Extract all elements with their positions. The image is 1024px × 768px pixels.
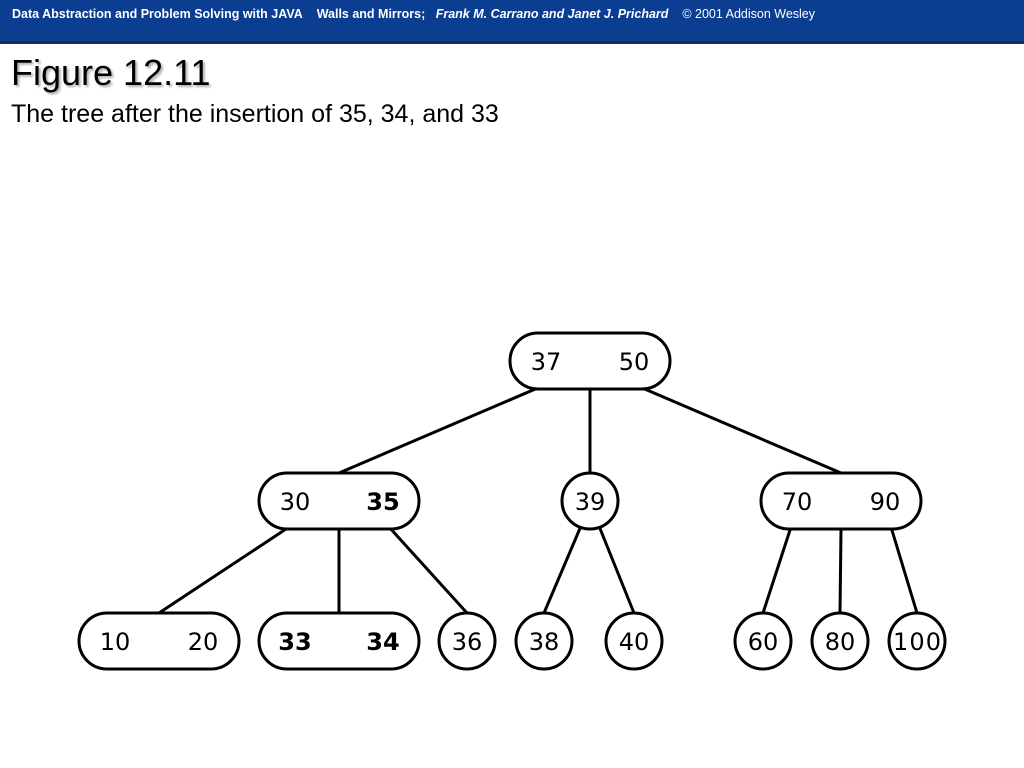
header-subtitle: Walls and Mirrors; bbox=[316, 7, 426, 21]
tree-node: 33 34 bbox=[257, 611, 421, 671]
tree-node-key: 33 bbox=[278, 628, 311, 656]
tree-node-key: 40 bbox=[619, 628, 650, 656]
tree-node-key: 80 bbox=[825, 628, 856, 656]
tree-edge bbox=[387, 525, 469, 615]
tree-node: 40 bbox=[604, 611, 664, 671]
tree-edge bbox=[889, 526, 919, 614]
header-copyright: © 2001 Addison Wesley bbox=[682, 7, 816, 21]
tree-edge bbox=[639, 385, 842, 475]
tree-node-key: 100 bbox=[893, 628, 941, 656]
tree-node: 80 bbox=[810, 611, 870, 671]
tree-node-key: 20 bbox=[188, 628, 219, 656]
tree-edge bbox=[597, 525, 636, 614]
tree-node: 36 bbox=[437, 611, 497, 671]
tree-node-outline bbox=[514, 611, 574, 671]
tree-node: 38 bbox=[514, 611, 574, 671]
tree-node-key: 10 bbox=[100, 628, 131, 656]
tree-node: 60 bbox=[733, 611, 793, 671]
header-authors: Frank M. Carrano and Janet J. Prichard bbox=[435, 7, 669, 21]
figure-caption: The tree after the insertion of 35, 34, … bbox=[11, 100, 499, 128]
tree-edge bbox=[158, 525, 290, 615]
tree-node-key: 30 bbox=[280, 488, 311, 516]
tree-node-outline bbox=[604, 611, 664, 671]
tree-node-key: 39 bbox=[575, 488, 606, 516]
tree-node-outline bbox=[733, 611, 793, 671]
tree-node-key: 36 bbox=[452, 628, 483, 656]
tree-edge bbox=[761, 526, 793, 614]
tree-node-outline bbox=[810, 611, 870, 671]
header-book-title: Data Abstraction and Problem Solving wit… bbox=[12, 7, 303, 21]
tree-node-key: 70 bbox=[782, 488, 813, 516]
tree-node: 39 bbox=[560, 471, 620, 531]
tree-node: 37 50 bbox=[508, 331, 672, 391]
tree-edge bbox=[542, 525, 583, 614]
tree-node: 30 35 bbox=[257, 471, 421, 531]
tree-node-outline bbox=[257, 611, 421, 671]
tree-node-key: 90 bbox=[870, 488, 901, 516]
tree-node-key: 37 bbox=[531, 348, 562, 376]
tree-node-key: 38 bbox=[529, 628, 560, 656]
tree-node-outline bbox=[257, 471, 421, 531]
header-bar: Data Abstraction and Problem Solving wit… bbox=[0, 0, 1024, 44]
tree-node-key: 60 bbox=[748, 628, 779, 656]
tree-node-key: 34 bbox=[366, 628, 399, 656]
tree-nodes: 37 50 30 35 39 70 90 10 20 33 34 36 38 40 60 80 100 bbox=[77, 331, 947, 671]
tree-node: 70 90 bbox=[759, 471, 923, 531]
header-text: Data Abstraction and Problem Solving wit… bbox=[12, 0, 815, 29]
tree-node-outline bbox=[759, 471, 923, 531]
tree-node-outline bbox=[560, 471, 620, 531]
tree-edges bbox=[158, 385, 919, 615]
tree-edge bbox=[338, 385, 541, 475]
tree-node-key: 35 bbox=[366, 488, 399, 516]
tree-node: 100 bbox=[887, 611, 947, 671]
tree-node-outline bbox=[77, 611, 241, 671]
tree-node-outline bbox=[887, 611, 947, 671]
figure-title: Figure 12.11 bbox=[11, 52, 211, 93]
tree-node-key: 50 bbox=[619, 348, 650, 376]
tree-node-outline bbox=[508, 331, 672, 391]
tree-node-outline bbox=[437, 611, 497, 671]
tree-node: 10 20 bbox=[77, 611, 241, 671]
tree-edge bbox=[838, 528, 843, 614]
